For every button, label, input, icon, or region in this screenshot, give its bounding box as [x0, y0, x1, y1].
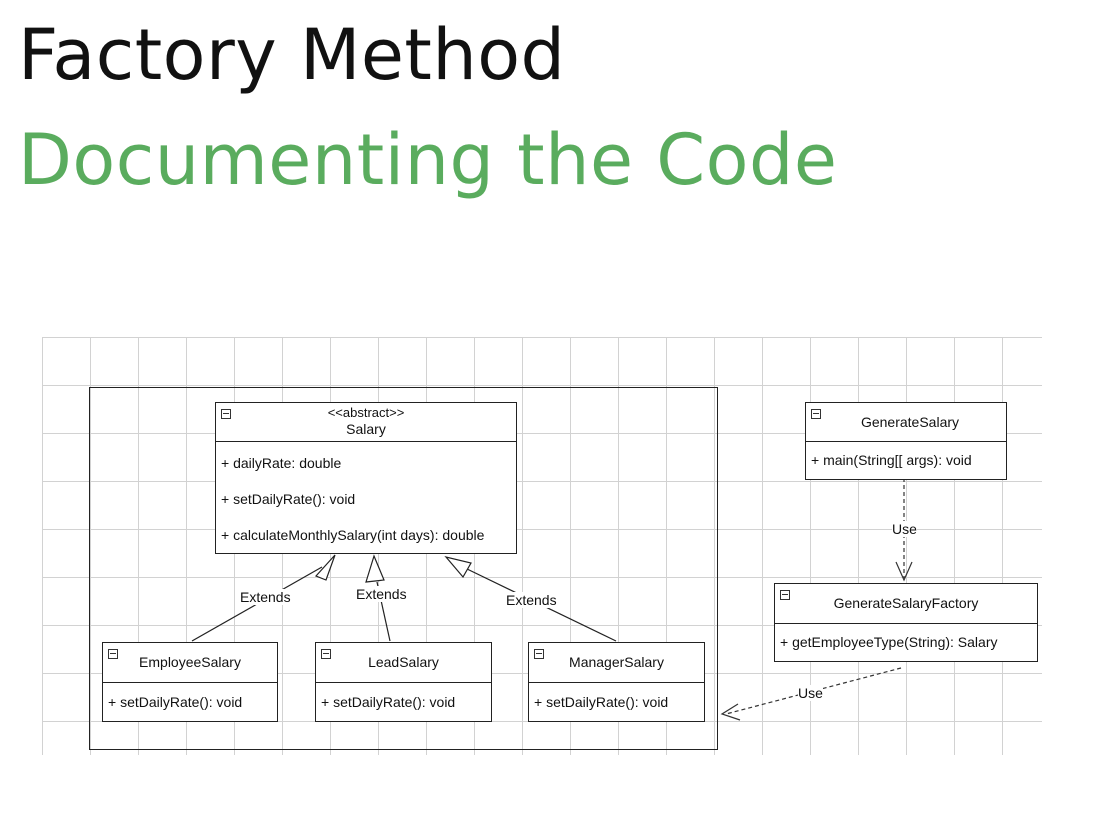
- slide-title: Factory Method: [18, 14, 566, 96]
- employee-salary-name: EmployeeSalary: [139, 654, 241, 670]
- lead-salary-method: + setDailyRate(): void: [321, 694, 456, 710]
- extends-label: Extends: [506, 592, 557, 608]
- use-arrow-generate: [895, 561, 913, 582]
- inherit-arrow-employee: [314, 554, 336, 581]
- factory-name: GenerateSalaryFactory: [833, 595, 979, 611]
- inherit-arrow-lead: [365, 554, 385, 583]
- lead-salary-class[interactable]: LeadSalary + setDailyRate(): void: [315, 642, 492, 722]
- collapse-icon[interactable]: [108, 649, 118, 659]
- use-line-factory: [725, 667, 902, 715]
- employee-salary-class[interactable]: EmployeeSalary + setDailyRate(): void: [102, 642, 278, 722]
- manager-salary-method: + setDailyRate(): void: [534, 694, 669, 710]
- package-frame: [89, 387, 718, 750]
- manager-salary-name: ManagerSalary: [569, 654, 664, 670]
- collapse-icon[interactable]: [321, 649, 331, 659]
- salary-class[interactable]: <<abstract>> Salary + dailyRate: double …: [215, 402, 517, 554]
- lead-salary-name: LeadSalary: [368, 654, 439, 670]
- generate-salary-method: + main(String[[ args): void: [811, 452, 972, 468]
- salary-member: + calculateMonthlySalary(int days): doub…: [221, 527, 485, 543]
- salary-member: + dailyRate: double: [221, 455, 342, 471]
- employee-salary-method: + setDailyRate(): void: [108, 694, 243, 710]
- generate-salary-factory-class[interactable]: GenerateSalaryFactory + getEmployeeType(…: [774, 583, 1038, 662]
- generate-salary-name: GenerateSalary: [860, 414, 960, 430]
- use-label: Use: [798, 685, 823, 701]
- use-label: Use: [892, 521, 917, 537]
- inherit-arrow-manager: [444, 555, 472, 579]
- use-arrow-factory: [720, 703, 741, 721]
- factory-method: + getEmployeeType(String): Salary: [780, 634, 998, 650]
- collapse-icon[interactable]: [534, 649, 544, 659]
- collapse-icon[interactable]: [221, 409, 231, 419]
- collapse-icon[interactable]: [780, 590, 790, 600]
- manager-salary-class[interactable]: ManagerSalary + setDailyRate(): void: [528, 642, 705, 722]
- salary-stereotype: <<abstract>>: [327, 405, 405, 420]
- slide-subtitle: Documenting the Code: [18, 119, 838, 201]
- salary-name: Salary: [346, 421, 386, 437]
- collapse-icon[interactable]: [811, 409, 821, 419]
- generate-salary-class[interactable]: GenerateSalary + main(String[[ args): vo…: [805, 402, 1007, 480]
- extends-label: Extends: [240, 589, 291, 605]
- extends-label: Extends: [356, 586, 407, 602]
- salary-member: + setDailyRate(): void: [221, 491, 356, 507]
